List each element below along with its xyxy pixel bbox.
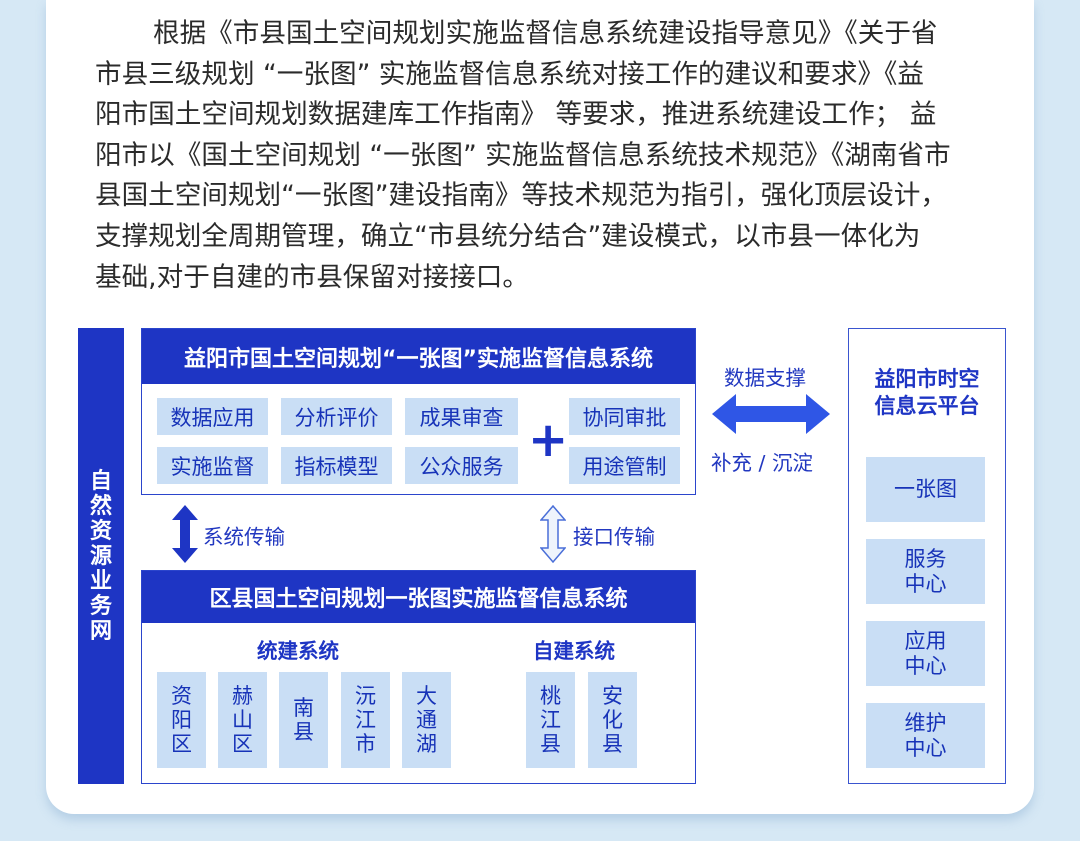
- county-ziyang: 资阳区: [157, 672, 206, 768]
- system-transfer-label: 系统传输: [203, 525, 285, 549]
- platform-service-center: 服务 中心: [866, 539, 985, 604]
- plus-sign: +: [528, 412, 569, 468]
- intro-line: 市县三级规划 “一张图” 实施监督信息系统对接工作的建议和要求》《益: [95, 58, 924, 90]
- tile-analysis-evaluation: 分析评价: [281, 398, 392, 435]
- cloud-platform-title: 益阳市时空 信息云平台: [874, 367, 980, 418]
- county-nanxian: 南县: [279, 672, 328, 768]
- double-arrow-vertical-icon: [172, 505, 198, 563]
- data-support-label: 数据支撑: [724, 366, 806, 390]
- tile-indicator-model: 指标模型: [281, 447, 392, 484]
- county-taojiang: 桃江县: [526, 672, 575, 768]
- county-heshan: 赫山区: [218, 672, 267, 768]
- intro-line: 阳市国土空间规划数据建库工作指南》 等要求，推进系统建设工作； 益: [95, 99, 937, 131]
- natural-resources-network-label: 自然资源业务网: [89, 468, 112, 644]
- intro-line: 县国土空间规划“一张图”建设指南》等技术规范为指引，强化顶层设计，: [95, 180, 947, 212]
- city-system-title: 益阳市国土空间规划“一张图”实施监督信息系统: [142, 329, 695, 384]
- tile-data-application: 数据应用: [157, 398, 268, 435]
- self-built-systems-label: 自建系统: [533, 639, 615, 663]
- county-datonghu: 大通湖: [402, 672, 451, 768]
- natural-resources-network-bar: 自然资源业务网: [78, 328, 124, 784]
- tile-implementation-supervision: 实施监督: [157, 447, 268, 484]
- intro-line: 支撑规划全周期管理，确立“市县统分结合”建设模式，以市县一体化为: [95, 220, 921, 252]
- intro-line: 根据《市县国土空间规划实施监督信息系统建设指导意见》《关于省: [153, 18, 938, 49]
- tile-use-control: 用途管制: [569, 447, 680, 484]
- tile-collaborative-approval: 协同审批: [569, 398, 680, 435]
- unified-systems-label: 统建系统: [257, 639, 339, 663]
- intro-paragraph: 根据《市县国土空间规划实施监督信息系统建设指导意见》《关于省 市县三级规划 “一…: [95, 14, 989, 298]
- tile-public-service: 公众服务: [405, 447, 518, 484]
- county-yuanjiang: 沅江市: [341, 672, 390, 768]
- supplement-label: 补充 / 沉淀: [711, 451, 813, 475]
- county-system-title: 区县国土空间规划一张图实施监督信息系统: [142, 571, 695, 623]
- interface-transfer-label: 接口传输: [573, 525, 655, 549]
- platform-application-center: 应用 中心: [866, 621, 985, 686]
- platform-maintenance-center: 维护 中心: [866, 703, 985, 768]
- intro-line: 基础,对于自建的市县保留对接接口。: [95, 261, 529, 293]
- double-arrow-outline-icon: [540, 505, 566, 563]
- tile-result-review: 成果审查: [405, 398, 518, 435]
- double-arrow-horizontal-icon: [712, 394, 830, 434]
- county-anhua: 安化县: [588, 672, 637, 768]
- intro-line: 阳市以《国土空间规划 “一张图” 实施监督信息系统技术规范》《湖南省市: [95, 139, 951, 171]
- platform-one-map: 一张图: [866, 457, 985, 522]
